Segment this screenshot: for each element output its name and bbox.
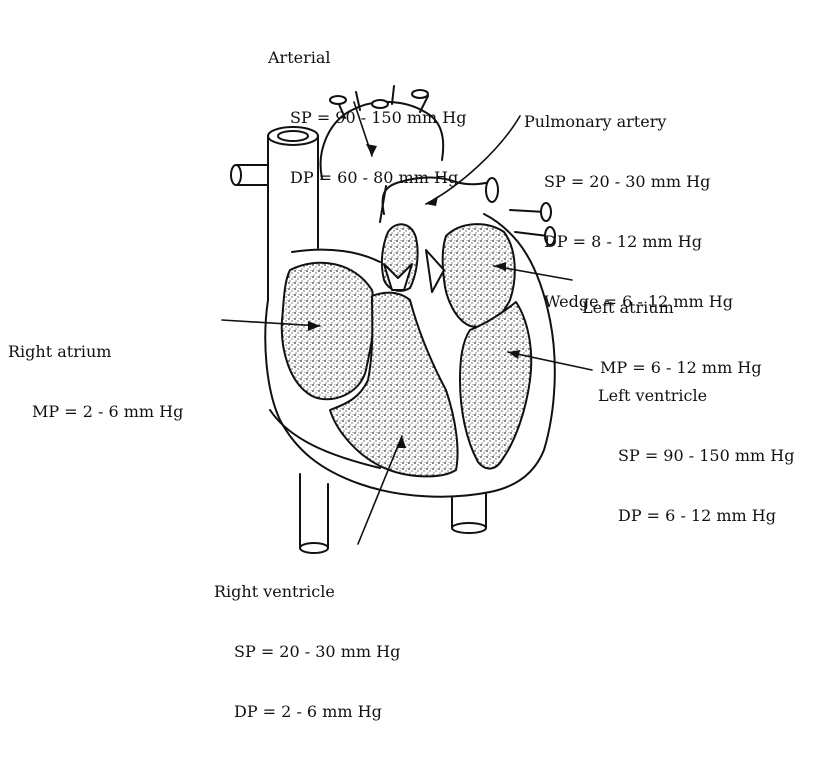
- label-left-ventricle-sp: SP = 90 - 150 mm Hg: [598, 446, 795, 466]
- label-pulmonary-artery-name: Pulmonary artery: [524, 112, 733, 132]
- label-right-atrium-mp: MP = 2 - 6 mm Hg: [8, 402, 183, 422]
- label-arterial-sp: SP = 90 - 150 mm Hg: [268, 108, 467, 128]
- label-right-ventricle: Right ventricle SP = 20 - 30 mm Hg DP = …: [214, 542, 400, 762]
- aortic-valve: [426, 250, 444, 292]
- label-left-ventricle-name: Left ventricle: [598, 386, 795, 406]
- right-atrium-chamber: [282, 263, 374, 400]
- inferior-vena-cava: [300, 474, 328, 548]
- label-arterial-name: Arterial: [268, 48, 467, 68]
- label-right-atrium: Right atrium MP = 2 - 6 mm Hg: [8, 302, 183, 462]
- label-right-atrium-name: Right atrium: [8, 342, 183, 362]
- label-left-ventricle-dp: DP = 6 - 12 mm Hg: [598, 506, 795, 526]
- label-pulmonary-artery-sp: SP = 20 - 30 mm Hg: [524, 172, 733, 192]
- heart-diagram: Arterial SP = 90 - 150 mm Hg DP = 60 - 8…: [0, 0, 829, 606]
- label-pulmonary-artery-dp: DP = 8 - 12 mm Hg: [524, 232, 733, 252]
- label-left-ventricle: Left ventricle SP = 90 - 150 mm Hg DP = …: [598, 346, 795, 566]
- label-right-ventricle-dp: DP = 2 - 6 mm Hg: [214, 702, 400, 722]
- label-right-ventricle-sp: SP = 20 - 30 mm Hg: [214, 642, 400, 662]
- label-right-ventricle-name: Right ventricle: [214, 582, 400, 602]
- label-left-atrium-name: Left atrium: [582, 298, 762, 318]
- label-arterial: Arterial SP = 90 - 150 mm Hg DP = 60 - 8…: [268, 8, 467, 228]
- label-arterial-dp: DP = 60 - 80 mm Hg: [268, 168, 467, 188]
